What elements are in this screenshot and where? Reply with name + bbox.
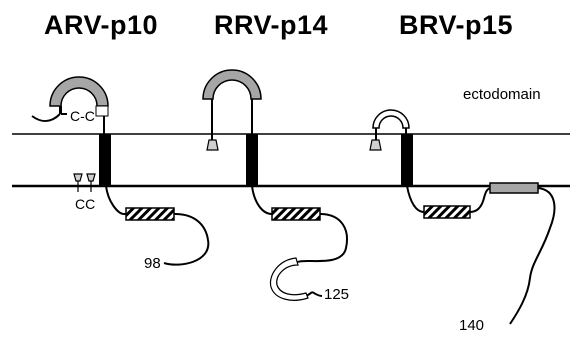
arv-p10-lipid-anchor-1 [74,174,82,192]
brv-p15-protein [370,110,554,324]
arv-p10-arch [50,77,108,106]
brv-p15-title: BRV-p15 [399,10,513,41]
rrv-p14-arch [203,70,261,99]
arv-p10-hatched-box [126,208,174,220]
arv-p10-tail [106,186,208,265]
brv-p15-gray-box [490,183,538,193]
disulfide-label: C-C [70,108,95,124]
rrv-p14-transmembrane [246,134,258,186]
rrv-p14-tail [252,186,347,262]
brv-p15-hatched-box [424,206,470,218]
arv-p10-length: 98 [144,255,161,272]
ectodomain-label: ectodomain [463,86,541,103]
arv-p10-neck [96,106,108,116]
rrv-p14-myristoyl-anchor [207,140,218,150]
rrv-p14-title: RRV-p14 [214,10,328,41]
brv-p15-length: 140 [459,317,484,334]
arv-p10-lipid-anchor-2 [87,174,95,192]
arv-p10-title: ARV-p10 [44,10,158,41]
brv-p15-transmembrane [401,134,413,186]
cysteine-pair-label: CC [75,196,95,212]
rrv-p14-hatched-box [272,208,320,220]
arv-p10-transmembrane [99,134,111,186]
rrv-p14-loop-shade [270,258,308,300]
arv-p10-n-terminus [32,114,67,121]
brv-p15-myristoyl-anchor [370,140,381,150]
rrv-p14-length: 125 [324,286,349,303]
arv-p10-left-stub [59,106,62,114]
arv-p10-protein [32,77,208,265]
brv-p15-arch [373,110,409,128]
